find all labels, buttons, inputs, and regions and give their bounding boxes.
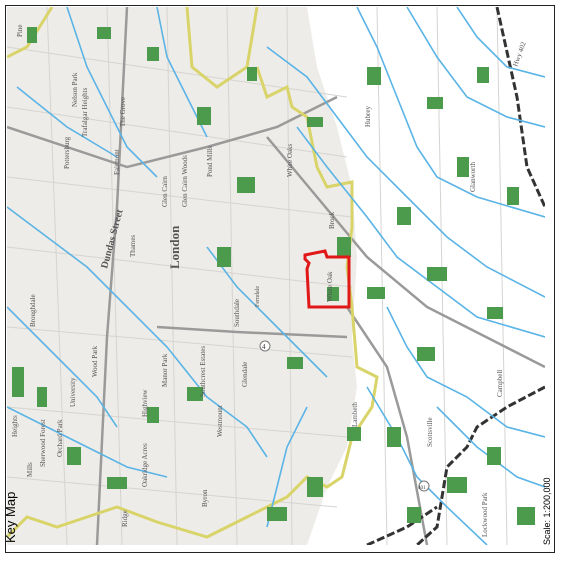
label-white-oaks: White Oaks bbox=[286, 143, 294, 177]
label-the-grove: The Grove bbox=[119, 97, 127, 127]
label-heights: Heights bbox=[11, 415, 19, 437]
label-manor-park: Manor Park bbox=[161, 353, 169, 387]
label-hubrey: Hubrey bbox=[364, 106, 372, 127]
scale-label: Scale: 1:200,000 bbox=[542, 477, 552, 545]
label-glen-cairn-woods: Glen Cairn Woods bbox=[181, 155, 189, 207]
label-broughdale: Broughdale bbox=[29, 294, 37, 327]
label-campbell: Campbell bbox=[496, 370, 504, 397]
label-lockwood-park: Lockwood Park bbox=[481, 492, 489, 537]
major-roads bbox=[7, 7, 545, 545]
label-glanworth: Glanworth bbox=[469, 162, 477, 192]
map-canvas: London Dundas Street Pottersburg Trafalg… bbox=[7, 7, 545, 545]
route-4-marker bbox=[259, 340, 271, 352]
label-route-401: 401 bbox=[418, 486, 426, 491]
label-pine: Pine bbox=[16, 25, 24, 37]
label-london: London bbox=[167, 225, 182, 269]
route-401-marker bbox=[418, 480, 430, 492]
label-oakridge-acres: Oakridge Acres bbox=[141, 443, 149, 487]
label-thames: Thames bbox=[129, 235, 137, 257]
label-sherwood-forest: Sherwood Forest bbox=[39, 419, 47, 467]
label-pottersburg: Pottersburg bbox=[63, 136, 71, 169]
label-southcrest-estates: Southcrest Estates bbox=[199, 346, 207, 397]
label-university: University bbox=[69, 377, 77, 407]
label-route-4: 4 bbox=[262, 343, 266, 351]
label-glen-cairn: Glen Cairn bbox=[161, 176, 169, 207]
label-scottsville: Scottsville bbox=[426, 417, 434, 447]
map-labels: London Dundas Street Pottersburg Trafalg… bbox=[11, 25, 528, 537]
label-mills: Mills bbox=[26, 462, 34, 477]
label-white-oak-site: White Oak bbox=[326, 271, 334, 302]
key-map: London Dundas Street Pottersburg Trafalg… bbox=[7, 7, 545, 545]
label-brock: Brock bbox=[328, 211, 336, 229]
label-westmount: Westmount bbox=[216, 405, 224, 437]
green-spaces bbox=[12, 27, 535, 525]
label-orchard-park: Orchard Park bbox=[56, 419, 64, 457]
label-southdale: Southdale bbox=[233, 299, 241, 327]
label-ridge: Ridge bbox=[121, 510, 129, 527]
label-glendale: Glendale bbox=[241, 362, 249, 387]
label-byron: Byron bbox=[201, 489, 209, 507]
label-nelson-park: Nelson Park bbox=[71, 72, 79, 107]
label-ferndale: Ferndale bbox=[255, 286, 261, 307]
label-hwy-402: Hwy 402 bbox=[511, 40, 528, 68]
label-fairmont: Fairmont bbox=[113, 149, 121, 175]
label-highview: Highview bbox=[141, 388, 149, 417]
key-map-label: Key Map bbox=[3, 491, 18, 543]
label-trafalgar-heights: Trafalgar Heights bbox=[81, 87, 89, 137]
road-grid bbox=[7, 7, 508, 545]
label-pond-mills: Pond Mills bbox=[206, 146, 214, 177]
study-site-outline bbox=[303, 249, 351, 309]
label-lambeth: Lambeth bbox=[351, 402, 359, 427]
municipal-boundary bbox=[366, 7, 545, 545]
label-wood-park: Wood Park bbox=[91, 345, 99, 377]
